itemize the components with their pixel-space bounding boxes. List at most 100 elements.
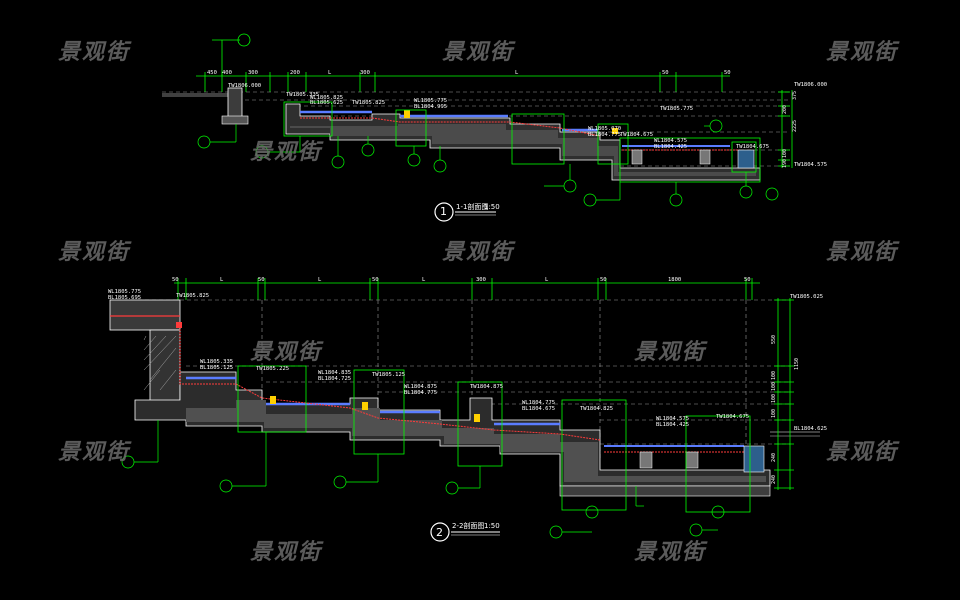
s2-level-19: BL1804.625 [794, 426, 827, 432]
watermark: 景观街 [634, 540, 707, 565]
section2-title-symbol [430, 522, 500, 542]
s2-level-7: BL1804.725 [318, 376, 351, 382]
s2-dim-10: 50 [744, 277, 751, 283]
s1-dim-0: 450 [207, 70, 217, 76]
watermark: 景观街 [58, 240, 131, 265]
watermark: 景观街 [826, 40, 899, 65]
s1-rdim-0: 375 [792, 91, 798, 100]
s2-rdim-3: 100 [771, 382, 777, 391]
s2-level-15: WL1804.575 [656, 416, 689, 422]
s1-title: 1-1剖面图 [456, 202, 488, 211]
section2-callouts [121, 420, 725, 539]
s1-level-6: BL1804.995 [414, 104, 447, 110]
s2-dim-0: 50 [172, 277, 179, 283]
section-2-2 [109, 278, 820, 542]
watermark: 景观街 [250, 540, 323, 565]
watermark: 景观街 [58, 40, 131, 65]
s2-level-0: WL1805.775 [108, 289, 141, 295]
section1-callouts [197, 119, 779, 207]
section1-dimension-chain [196, 33, 730, 92]
s1-dim-1: 400 [222, 70, 232, 76]
watermark: 景观街 [250, 340, 323, 365]
s1-dim-4: L [328, 70, 332, 76]
s2-level-5: TW1805.225 [256, 366, 289, 372]
s2-rdim-1: 1150 [794, 358, 800, 370]
s2-level-11: TW1804.875 [470, 384, 503, 390]
s2-dim-7: L [545, 277, 549, 283]
s2-level-4: BL1805.125 [200, 365, 233, 371]
s2-rdim-4: 100 [771, 394, 777, 403]
section1-title-symbol [434, 202, 496, 222]
s2-level-18: TW1805.025 [790, 294, 823, 300]
s2-dim-5: L [422, 277, 426, 283]
s1-rdim-3: 100 [782, 149, 788, 158]
s2-scale: 1:50 [484, 522, 500, 530]
section2-title: 2 2-2剖面图 1:50 [436, 521, 500, 539]
s2-level-14: TW1804.825 [580, 406, 613, 412]
s1-level-13: TW1804.675 [736, 144, 769, 150]
s1-level-11: WL1804.575 [654, 138, 687, 144]
section2-labels: 50 L 50 L 50 L 300 L 50 1800 50 WL1805.7… [108, 277, 827, 432]
s2-title: 2-2剖面图 [452, 521, 484, 530]
s1-dim-5: 300 [360, 70, 370, 76]
s1-level-12: BL1804.425 [654, 144, 687, 150]
s2-rdim-7: 240 [771, 475, 777, 484]
section2-structure [109, 299, 820, 497]
s2-level-13: BL1804.675 [522, 406, 555, 412]
s1-level-7: TW1805.775 [660, 106, 693, 112]
section1-right-dimension [778, 90, 793, 168]
section2-right-dim-labels: 550 1150 100 100 100 100 240 240 [771, 335, 800, 484]
s1-dim-3: 200 [290, 70, 300, 76]
s2-rdim-2: 100 [771, 371, 777, 380]
section1-labels: 450 400 300 200 L 300 L 50 50 TW1806.000… [207, 70, 827, 168]
s1-level-9: BL1804.775 [588, 132, 621, 138]
section1-detail-boxes [283, 101, 761, 183]
s1-level-3: BL1805.625 [310, 100, 343, 106]
s1-dim-6: L [515, 70, 519, 76]
s2-level-1: BL1805.695 [108, 295, 141, 301]
s1-level-0b: TW1806.000 [794, 82, 827, 88]
s2-level-6: WL1804.835 [318, 370, 351, 376]
section-1-1 [162, 33, 793, 222]
s2-dim-4: 50 [372, 277, 379, 283]
section1-title: 1 1-1剖面图 1:50 [440, 202, 500, 218]
s1-level-1: TW1805.335 [286, 92, 319, 98]
s2-dim-9: 1800 [668, 277, 681, 283]
s1-dim-7: 50 [662, 70, 669, 76]
s2-level-9: WL1804.875 [404, 384, 437, 390]
s2-level-12: WL1804.775 [522, 400, 555, 406]
s1-level-0: TW1806.000 [228, 83, 261, 89]
s1-dim-8: 50 [724, 70, 731, 76]
s1-level-5: WL1805.775 [414, 98, 447, 104]
s2-rdim-6: 240 [771, 453, 777, 462]
s1-level-14: TW1804.575 [794, 162, 827, 168]
s2-level-10: BL1804.775 [404, 390, 437, 396]
watermark: 景观街 [250, 140, 323, 165]
s2-level-16: BL1804.425 [656, 422, 689, 428]
section2-detail-boxes [237, 365, 751, 513]
watermark: 景观街 [634, 340, 707, 365]
s1-number: 1 [440, 205, 447, 218]
s2-dim-6: 300 [476, 277, 486, 283]
watermark: 景观街 [826, 240, 899, 265]
s2-level-8: TW1805.125 [372, 372, 405, 378]
section1-right-dim-labels: 375 200 2225 100 190 [782, 91, 798, 168]
s1-level-10: TW1804.675 [620, 132, 653, 138]
watermark: 景观街 [442, 240, 515, 265]
section2-dimension-chain [174, 278, 760, 300]
s1-rdim-1: 200 [782, 105, 788, 114]
s2-dim-3: L [318, 277, 322, 283]
s2-rdim-0: 550 [771, 335, 777, 344]
s1-scale: 1:50 [484, 203, 500, 211]
watermark: 景观街 [58, 440, 131, 465]
section1-structure [221, 87, 761, 181]
s1-rdim-4: 190 [782, 159, 788, 168]
s2-level-3: WL1805.335 [200, 359, 233, 365]
s2-rdim-5: 100 [771, 409, 777, 418]
s1-dim-2: 300 [248, 70, 258, 76]
s1-level-2: WL1805.825 [310, 95, 343, 101]
watermark: 景观街 [826, 440, 899, 465]
s2-level-2: TW1805.825 [176, 293, 209, 299]
s2-dim-1: L [220, 277, 224, 283]
